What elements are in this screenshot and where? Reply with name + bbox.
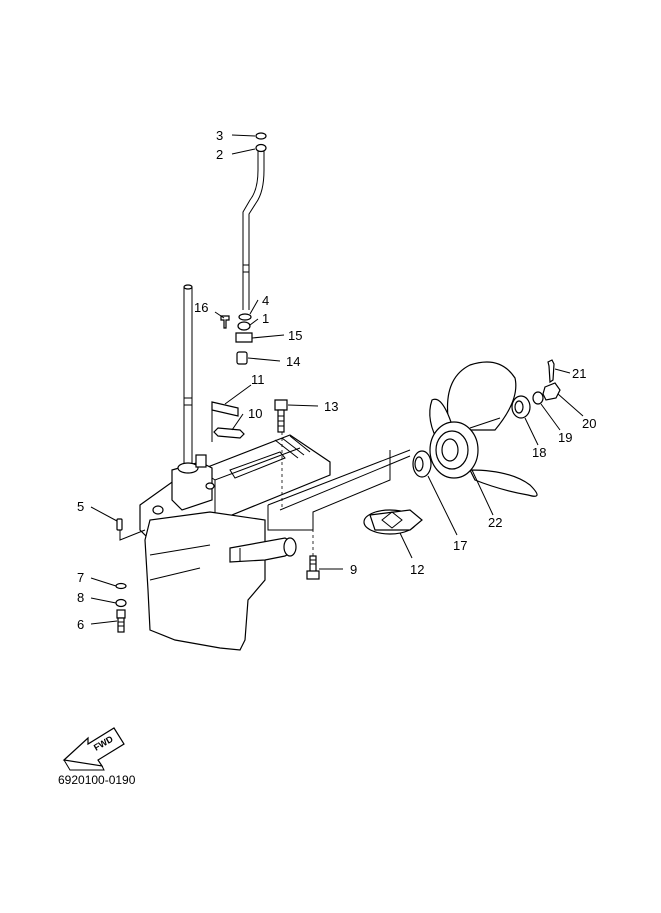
callout-17: 17 bbox=[453, 538, 467, 553]
oring-part-2 bbox=[255, 143, 267, 153]
callout-14: 14 bbox=[286, 354, 300, 369]
callout-1: 1 bbox=[262, 311, 269, 326]
callout-13: 13 bbox=[324, 399, 338, 414]
callout-5: 5 bbox=[77, 499, 84, 514]
bolt-part-6 bbox=[116, 609, 126, 633]
bushing-part-14 bbox=[236, 351, 248, 365]
callout-9: 9 bbox=[350, 562, 357, 577]
callout-22: 22 bbox=[488, 515, 502, 530]
oring-part-1 bbox=[237, 321, 251, 331]
pin-part-5 bbox=[116, 518, 123, 531]
callout-11: 11 bbox=[251, 372, 265, 387]
callout-7: 7 bbox=[77, 570, 84, 585]
callout-12: 12 bbox=[410, 562, 424, 577]
washer-part-7 bbox=[115, 582, 127, 590]
callout-10: 10 bbox=[248, 406, 262, 421]
callout-3: 3 bbox=[216, 128, 223, 143]
bracket-part-15 bbox=[235, 332, 253, 343]
drive-shaft bbox=[183, 284, 193, 470]
spacer-part-18 bbox=[511, 395, 531, 419]
nut-part-20 bbox=[542, 382, 561, 401]
shift-rod bbox=[242, 150, 265, 310]
lower-unit-housing bbox=[139, 434, 331, 651]
callout-4: 4 bbox=[262, 293, 269, 308]
washer-part-4 bbox=[238, 313, 252, 321]
grommet-part-10 bbox=[213, 427, 245, 439]
catalog-number: 6920100-0190 bbox=[58, 773, 136, 787]
callout-2: 2 bbox=[216, 147, 223, 162]
fwd-arrow-icon: FWD bbox=[62, 727, 125, 771]
callout-21: 21 bbox=[572, 366, 586, 381]
callout-16: 16 bbox=[194, 300, 208, 315]
bolt-part-9 bbox=[306, 555, 320, 580]
screw-part-16 bbox=[220, 315, 230, 329]
callout-18: 18 bbox=[532, 445, 546, 460]
callout-19: 19 bbox=[558, 430, 572, 445]
trim-tab-part-12 bbox=[363, 509, 423, 535]
leader-lines bbox=[90, 134, 584, 625]
grommet-part-11 bbox=[211, 401, 239, 417]
bolt-part-13 bbox=[274, 399, 288, 433]
cotter-pin-part-21 bbox=[547, 359, 555, 384]
washer-part-8 bbox=[115, 598, 127, 608]
callout-8: 8 bbox=[77, 590, 84, 605]
washer-part-3 bbox=[255, 132, 267, 140]
callout-15: 15 bbox=[288, 328, 302, 343]
thrust-washer-part-17 bbox=[412, 450, 432, 478]
propeller-part-22 bbox=[429, 361, 538, 497]
callout-20: 20 bbox=[582, 416, 596, 431]
washer-part-19 bbox=[532, 391, 544, 405]
callout-6: 6 bbox=[77, 617, 84, 632]
